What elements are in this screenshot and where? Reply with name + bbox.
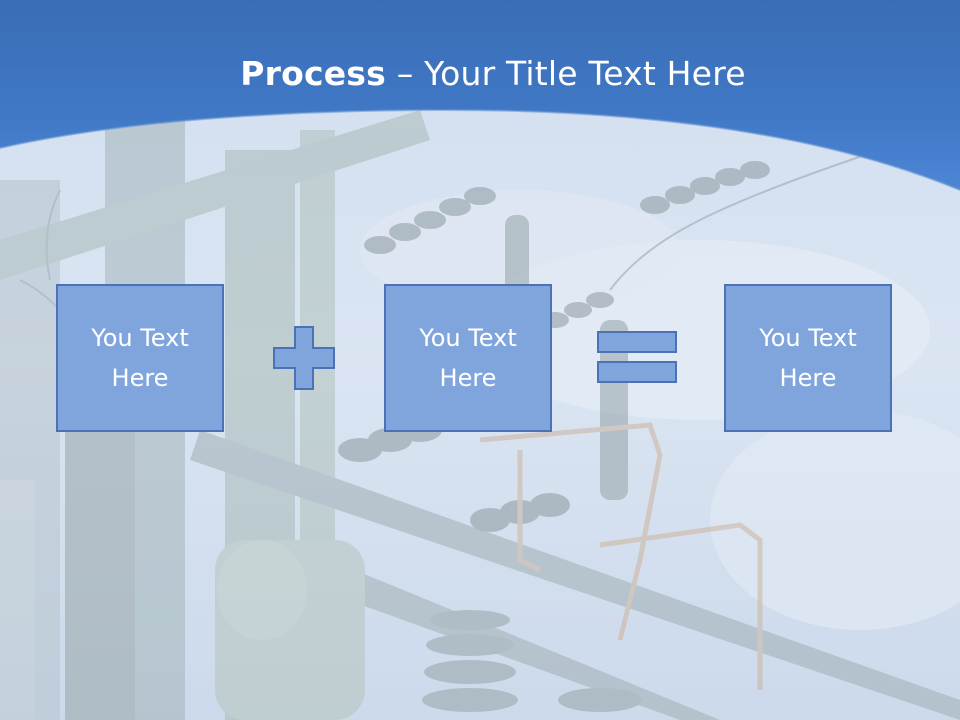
process-box-3-text: You Text Here — [759, 324, 857, 392]
process-box-2[interactable]: You Text Here — [384, 284, 552, 432]
slide-title: Process – Your Title Text Here — [0, 52, 960, 96]
process-box-2-text: You Text Here — [419, 324, 517, 392]
title-bold: Process — [240, 54, 386, 93]
plus-icon — [273, 326, 335, 390]
process-box-1[interactable]: You Text Here — [56, 284, 224, 432]
title-rest: Your Title Text Here — [424, 54, 746, 93]
process-box-1-text: You Text Here — [91, 324, 189, 392]
equals-icon — [597, 331, 677, 383]
process-box-3[interactable]: You Text Here — [724, 284, 892, 432]
title-dash: – — [386, 54, 425, 93]
